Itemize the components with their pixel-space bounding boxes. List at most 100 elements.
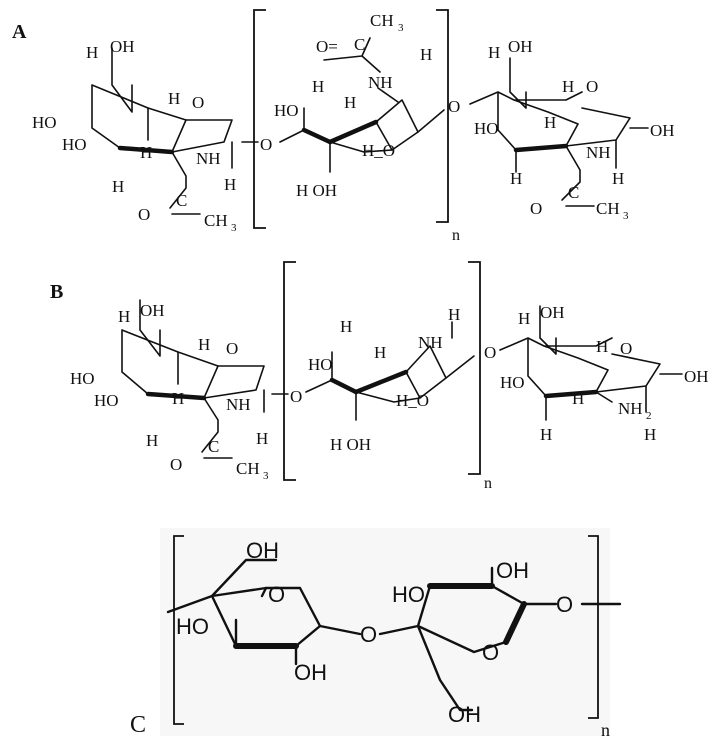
atom-ch3: CH [204, 211, 228, 230]
atom-nh: NH [368, 73, 393, 92]
atom-h: H [86, 43, 98, 62]
atom-o: O [556, 592, 573, 617]
atom-oh: OH [140, 301, 165, 320]
atom-o: O [260, 135, 272, 154]
atom-h: H [448, 305, 460, 324]
atom-ch3: CH [596, 199, 620, 218]
panel-b-label: B [50, 281, 63, 303]
panel-a-ring-middle [279, 37, 445, 173]
atom-h: H [510, 169, 522, 188]
atom-h: H [644, 425, 656, 444]
atom-oh: OH [496, 558, 529, 583]
atom-subscript: 3 [263, 470, 269, 482]
atom-ho: HO [474, 119, 499, 138]
atom-h-oh: H OH [330, 435, 371, 454]
bracket-left [253, 9, 266, 229]
bracket-right [468, 261, 481, 475]
atom-o-double: O= [316, 37, 338, 56]
atom-h-oh: H OH [296, 181, 337, 200]
atom-o: O [268, 582, 285, 607]
atom-nh: NH [586, 143, 611, 162]
atom-h: H [172, 389, 184, 408]
panel-b-ring-right [499, 305, 683, 421]
atom-oh: OH [294, 660, 327, 685]
atom-o: O [138, 205, 150, 224]
panel-c: C n OH O HO OH O OH H [130, 528, 622, 740]
atom-h: H [146, 431, 158, 450]
panel-a: A H OH H O HO HO H NH H H O C CH 3 O n [12, 9, 675, 244]
atom-h: H [224, 175, 236, 194]
panel-a-label: A [12, 21, 27, 43]
atom-ho: HO [70, 369, 95, 388]
atom-h: H [488, 43, 500, 62]
atom-oh: OH [448, 702, 481, 727]
atom-ho: HO [176, 614, 209, 639]
atom-ch3: CH [236, 459, 260, 478]
atom-c: C [354, 35, 365, 54]
atom-ho: HO [62, 135, 87, 154]
atom-h-o: H_O [396, 391, 429, 410]
atom-ho: HO [32, 113, 57, 132]
atom-c: C [568, 183, 579, 202]
atom-o: O [360, 622, 377, 647]
atom-o: O [226, 339, 238, 358]
atom-c: C [176, 191, 187, 210]
bracket-left [173, 535, 184, 725]
repeat-subscript: n [452, 227, 460, 244]
atom-ho: HO [274, 101, 299, 120]
atom-o: O [448, 97, 460, 116]
atom-oh: OH [684, 367, 709, 386]
panel-c-ring-left [166, 558, 362, 666]
atom-h: H [612, 169, 624, 188]
atom-oh: OH [110, 37, 135, 56]
repeat-subscript: n [484, 475, 492, 492]
atom-h-o: H_O [362, 141, 395, 160]
atom-o: O [620, 339, 632, 358]
atom-h: H [420, 45, 432, 64]
atom-h: H [544, 113, 556, 132]
atom-ho: HO [308, 355, 333, 374]
atom-nh2: NH [618, 399, 643, 418]
atom-h: H [562, 77, 574, 96]
atom-h: H [596, 337, 608, 356]
atom-subscript: 3 [231, 222, 237, 234]
atom-subscript: 2 [646, 410, 652, 422]
atom-ho: HO [94, 391, 119, 410]
panel-b-ring-left [121, 299, 289, 459]
atom-h: H [518, 309, 530, 328]
atom-o: O [482, 640, 499, 665]
atom-h: H [344, 93, 356, 112]
atom-subscript: 3 [623, 210, 629, 222]
atom-nh: NH [226, 395, 251, 414]
atom-ho: HO [392, 582, 425, 607]
atom-h: H [340, 317, 352, 336]
atom-h: H [312, 77, 324, 96]
atom-h: H [112, 177, 124, 196]
atom-subscript: 3 [398, 22, 404, 34]
atom-nh: NH [418, 333, 443, 352]
atom-h: H [540, 425, 552, 444]
atom-h: H [168, 89, 180, 108]
bracket-right [588, 535, 599, 719]
atom-h: H [140, 143, 152, 162]
atom-h: H [374, 343, 386, 362]
bracket-right [436, 9, 449, 223]
atom-ho: HO [500, 373, 525, 392]
atom-h: H [198, 335, 210, 354]
atom-o: O [290, 387, 302, 406]
bracket-left [283, 261, 296, 481]
atom-nh: NH [196, 149, 221, 168]
panel-a-ring-right [469, 57, 649, 207]
atom-oh: OH [508, 37, 533, 56]
atom-oh: OH [540, 303, 565, 322]
repeat-subscript: n [601, 720, 610, 740]
atom-o: O [530, 199, 542, 218]
atom-h: H [572, 389, 584, 408]
atom-oh: OH [246, 538, 279, 563]
atom-o: O [192, 93, 204, 112]
atom-o: O [170, 455, 182, 474]
panel-b: B H OH H O HO HO H NH H H O C CH 3 O n [50, 261, 709, 492]
panel-b-ring-middle [305, 321, 475, 421]
